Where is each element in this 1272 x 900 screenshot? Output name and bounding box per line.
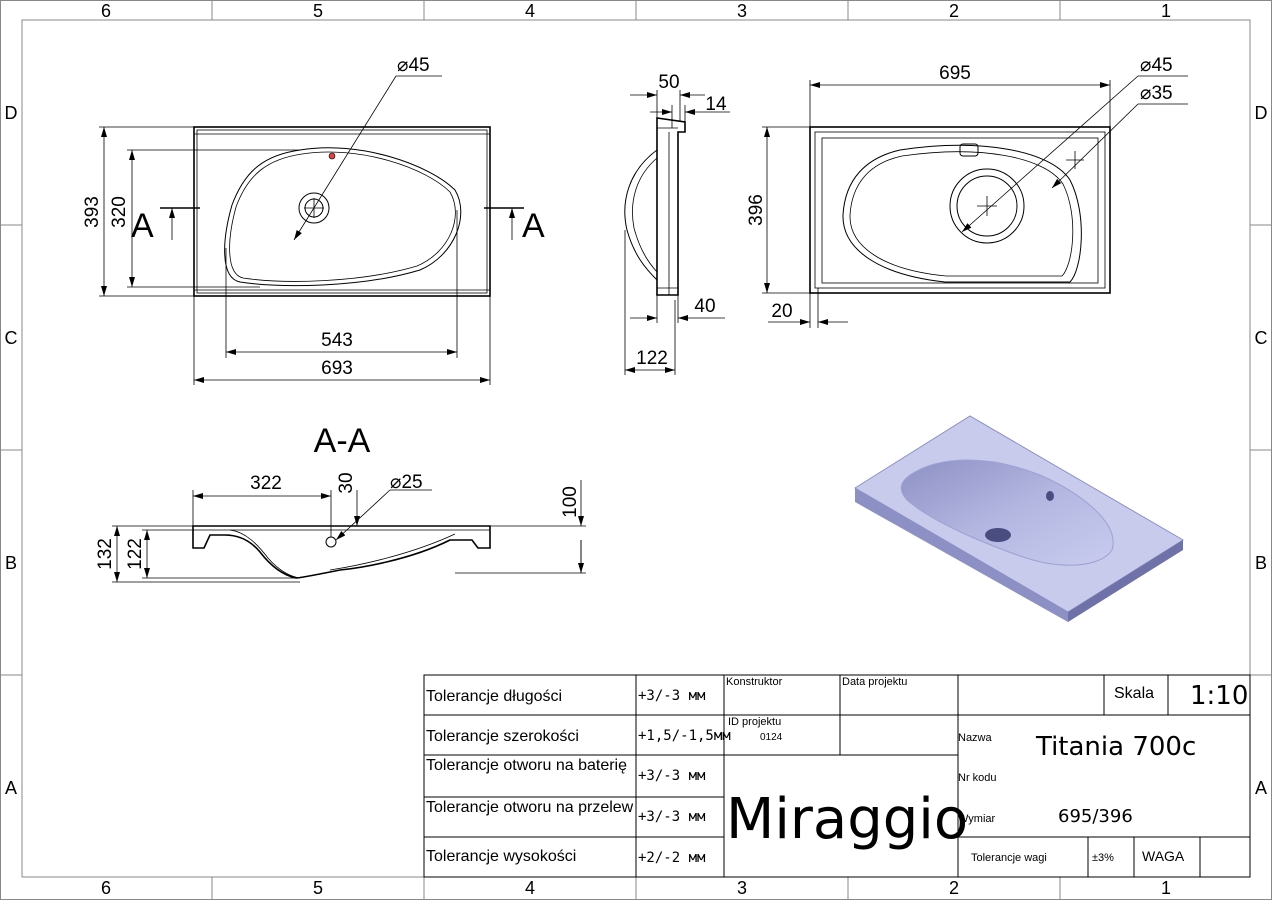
- right-view-dim-20: 20: [771, 301, 792, 322]
- id-projektu-label: ID projektu: [728, 716, 781, 728]
- section-dim-100: 100: [560, 486, 581, 518]
- sink-3d-render: [854, 415, 1184, 622]
- section-title: A-A: [314, 422, 371, 460]
- col-label-top: 3: [737, 1, 747, 21]
- title-block: Tolerancje długości +3/-3 мм Tolerancje …: [423, 674, 1251, 878]
- top-view: ⌀45 393 320 A A 543 693: [82, 55, 545, 385]
- section-dim-132: 132: [95, 538, 116, 570]
- top-view-width-693: 693: [321, 358, 353, 379]
- nazwa-value: Titania 700c: [1035, 732, 1196, 762]
- side-view-dim-14: 14: [705, 94, 727, 115]
- top-view-height-320: 320: [109, 196, 130, 228]
- col-label-bottom: 2: [949, 878, 959, 898]
- col-label-top: 6: [101, 1, 111, 21]
- skala-value: 1:10: [1190, 681, 1248, 711]
- waga-label: WAGA: [1142, 848, 1185, 864]
- row-label-right: D: [1255, 103, 1268, 123]
- side-view-dim-122: 122: [636, 348, 668, 369]
- top-view-height-393: 393: [82, 196, 103, 228]
- section-mark-left: A: [131, 207, 154, 245]
- side-view-dim-50: 50: [658, 72, 679, 93]
- wymiar-value: 695/396: [1058, 806, 1133, 827]
- id-projektu-value: 0124: [760, 732, 783, 743]
- right-view-width-695: 695: [939, 63, 971, 84]
- row-label-left: A: [5, 778, 17, 798]
- section-dim-322: 322: [250, 473, 282, 494]
- right-view-dia-35: ⌀35: [1140, 83, 1173, 104]
- tolerancje-wagi-label: Tolerancje wagi: [971, 852, 1047, 864]
- row-label-left: B: [5, 553, 17, 573]
- section-view: A-A 322 30 ⌀25 100 132 122: [95, 422, 586, 583]
- col-label-bottom: 6: [101, 878, 111, 898]
- col-label-top: 5: [313, 1, 323, 21]
- tolerance-label: Tolerancje szerokości: [426, 728, 579, 745]
- top-view-width-543: 543: [321, 330, 353, 351]
- data-projektu-label: Data projektu: [842, 676, 907, 688]
- col-label-top: 4: [525, 1, 535, 21]
- tolerance-value: +3/-3 мм: [638, 809, 706, 825]
- tolerancje-wagi-value: ±3%: [1092, 852, 1114, 864]
- row-label-left: C: [5, 328, 18, 348]
- tolerance-value: +3/-3 мм: [638, 688, 706, 704]
- company-logo: Miraggio: [726, 787, 968, 852]
- tolerance-value: +2/-2 мм: [638, 850, 706, 866]
- section-mark-right: A: [522, 207, 545, 245]
- row-label-right: C: [1255, 328, 1268, 348]
- col-label-bottom: 5: [313, 878, 323, 898]
- konstruktor-label: Konstruktor: [726, 676, 783, 688]
- skala-label: Skala: [1114, 685, 1154, 702]
- row-label-left: D: [5, 103, 18, 123]
- col-label-bottom: 4: [525, 878, 535, 898]
- right-view-height-396: 396: [746, 194, 767, 226]
- top-view-dia-label: ⌀45: [397, 55, 430, 76]
- section-dim-30: 30: [336, 472, 357, 493]
- col-label-top: 2: [949, 1, 959, 21]
- tolerance-label: Tolerancje otworu na przelew: [426, 799, 634, 816]
- section-dim-122: 122: [125, 538, 146, 570]
- side-view: 50 14 40 122: [624, 72, 730, 375]
- wymiar-label: Wymiar: [958, 813, 996, 825]
- nazwa-label: Nazwa: [958, 732, 993, 744]
- row-label-right: B: [1255, 553, 1267, 573]
- section-dia-25: ⌀25: [390, 472, 423, 493]
- col-label-top: 1: [1161, 1, 1171, 21]
- tolerance-label: Tolerancje długości: [426, 688, 562, 705]
- tolerance-value: +1,5/-1,5мм: [638, 728, 731, 744]
- row-label-right: A: [1255, 778, 1267, 798]
- tolerance-label: Tolerancje otworu na baterię: [426, 757, 628, 774]
- right-view: 695 396 ⌀45 ⌀35 20: [746, 55, 1188, 328]
- col-label-bottom: 3: [737, 878, 747, 898]
- tolerance-label: Tolerancje wysokości: [426, 848, 576, 865]
- side-view-dim-40: 40: [694, 296, 715, 317]
- nr-kodu-label: Nr kodu: [958, 772, 997, 784]
- tolerance-value: +3/-3 мм: [638, 768, 706, 784]
- col-label-bottom: 1: [1161, 878, 1171, 898]
- right-view-dia-45: ⌀45: [1140, 55, 1173, 76]
